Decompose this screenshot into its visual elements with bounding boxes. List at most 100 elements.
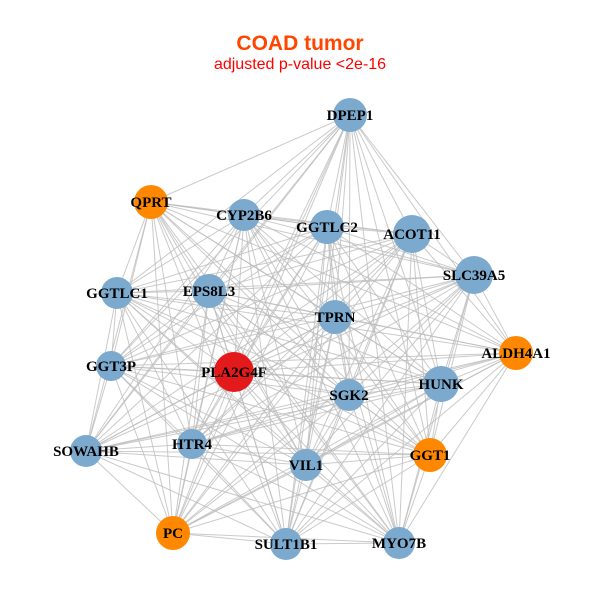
edge: [110, 233, 413, 367]
edge: [116, 292, 517, 354]
node-pla2g4f: [214, 352, 254, 392]
edge: [116, 226, 328, 294]
node-pc: [156, 516, 190, 550]
edge: [285, 542, 400, 545]
node-dpep1: [333, 98, 367, 132]
edge: [191, 233, 413, 445]
edge: [116, 292, 287, 545]
edge: [150, 201, 174, 534]
edge: [285, 226, 328, 545]
edge: [85, 371, 235, 452]
node-label-cyp2b6: CYP2B6: [216, 208, 272, 224]
edge: [334, 316, 431, 456]
node-ggtlc2: [310, 210, 344, 244]
node-label-dpep1: DPEP1: [327, 108, 374, 124]
edge: [233, 233, 413, 373]
edge: [172, 464, 307, 534]
plot-subtitle: adjusted p-value <2e-16: [214, 56, 386, 73]
edges-layer: [85, 114, 517, 545]
edge: [191, 290, 210, 445]
node-label-ggt3p: GGT3P: [86, 359, 136, 375]
edge: [398, 352, 517, 544]
edge: [110, 316, 336, 367]
node-label-ggt1: GGT1: [410, 448, 451, 464]
node-tprn: [318, 300, 352, 334]
edge: [172, 454, 431, 534]
node-hunk: [423, 366, 459, 402]
edge: [110, 365, 174, 534]
edge: [208, 290, 442, 385]
edge: [85, 274, 475, 452]
edge: [334, 274, 475, 318]
edge: [191, 443, 431, 456]
nodes-layer: [70, 98, 533, 560]
node-acot11: [393, 215, 431, 253]
edge: [285, 316, 336, 545]
edge: [116, 292, 442, 385]
edge: [208, 274, 475, 292]
edge: [110, 352, 517, 367]
edge: [85, 214, 245, 452]
edge: [208, 233, 413, 292]
edge: [191, 383, 442, 445]
edge: [349, 114, 517, 354]
node-myo7b: [383, 527, 415, 559]
node-label-eps8l3: EPS8L3: [183, 284, 236, 300]
edge: [243, 214, 336, 318]
edge: [110, 274, 475, 367]
edge: [305, 464, 400, 544]
node-label-vil1: VIL1: [289, 458, 323, 474]
node-label-aldh4a1: ALDH4A1: [481, 346, 550, 362]
node-eps8l3: [192, 274, 226, 308]
edge: [150, 201, 307, 466]
edge: [326, 114, 351, 228]
node-sgk2: [333, 379, 365, 411]
edge: [334, 316, 442, 385]
edge: [110, 365, 400, 544]
edge: [85, 450, 431, 456]
edge: [429, 274, 475, 456]
edge: [326, 226, 400, 544]
edge: [191, 443, 307, 466]
edge: [191, 394, 350, 445]
edge: [85, 450, 287, 545]
edge: [85, 450, 174, 534]
edge: [305, 454, 431, 466]
edge: [233, 114, 351, 373]
node-label-myo7b: MYO7B: [372, 536, 426, 552]
edge: [85, 201, 152, 452]
edge: [116, 292, 400, 544]
edge: [110, 214, 245, 367]
edge: [208, 290, 307, 466]
node-cyp2b6: [228, 199, 260, 231]
node-label-slc39a5: SLC39A5: [443, 268, 506, 284]
edge: [191, 316, 336, 445]
node-label-qprt: QPRT: [130, 195, 171, 211]
node-qprt: [134, 185, 168, 219]
edge: [334, 316, 400, 544]
edge: [285, 274, 475, 545]
edge: [348, 114, 351, 396]
node-ggtlc1: [101, 277, 133, 309]
edge: [233, 371, 287, 545]
node-label-hunk: HUNK: [419, 377, 464, 393]
edge: [116, 292, 307, 466]
edge: [150, 201, 475, 276]
edge: [285, 454, 431, 545]
node-aldh4a1: [499, 336, 533, 370]
node-label-ggtlc2: GGTLC2: [296, 220, 358, 236]
edge: [116, 292, 174, 534]
edge: [233, 214, 245, 373]
node-sowahb: [70, 435, 102, 467]
edge: [305, 233, 413, 466]
edge: [85, 383, 442, 452]
node-sult1b1: [270, 528, 302, 560]
node-label-acot11: ACOT11: [383, 227, 441, 243]
edge: [326, 226, 475, 276]
edge: [326, 226, 517, 354]
node-label-pc: PC: [163, 526, 183, 542]
edge: [85, 233, 413, 452]
edge: [285, 352, 517, 545]
edge: [110, 290, 210, 367]
